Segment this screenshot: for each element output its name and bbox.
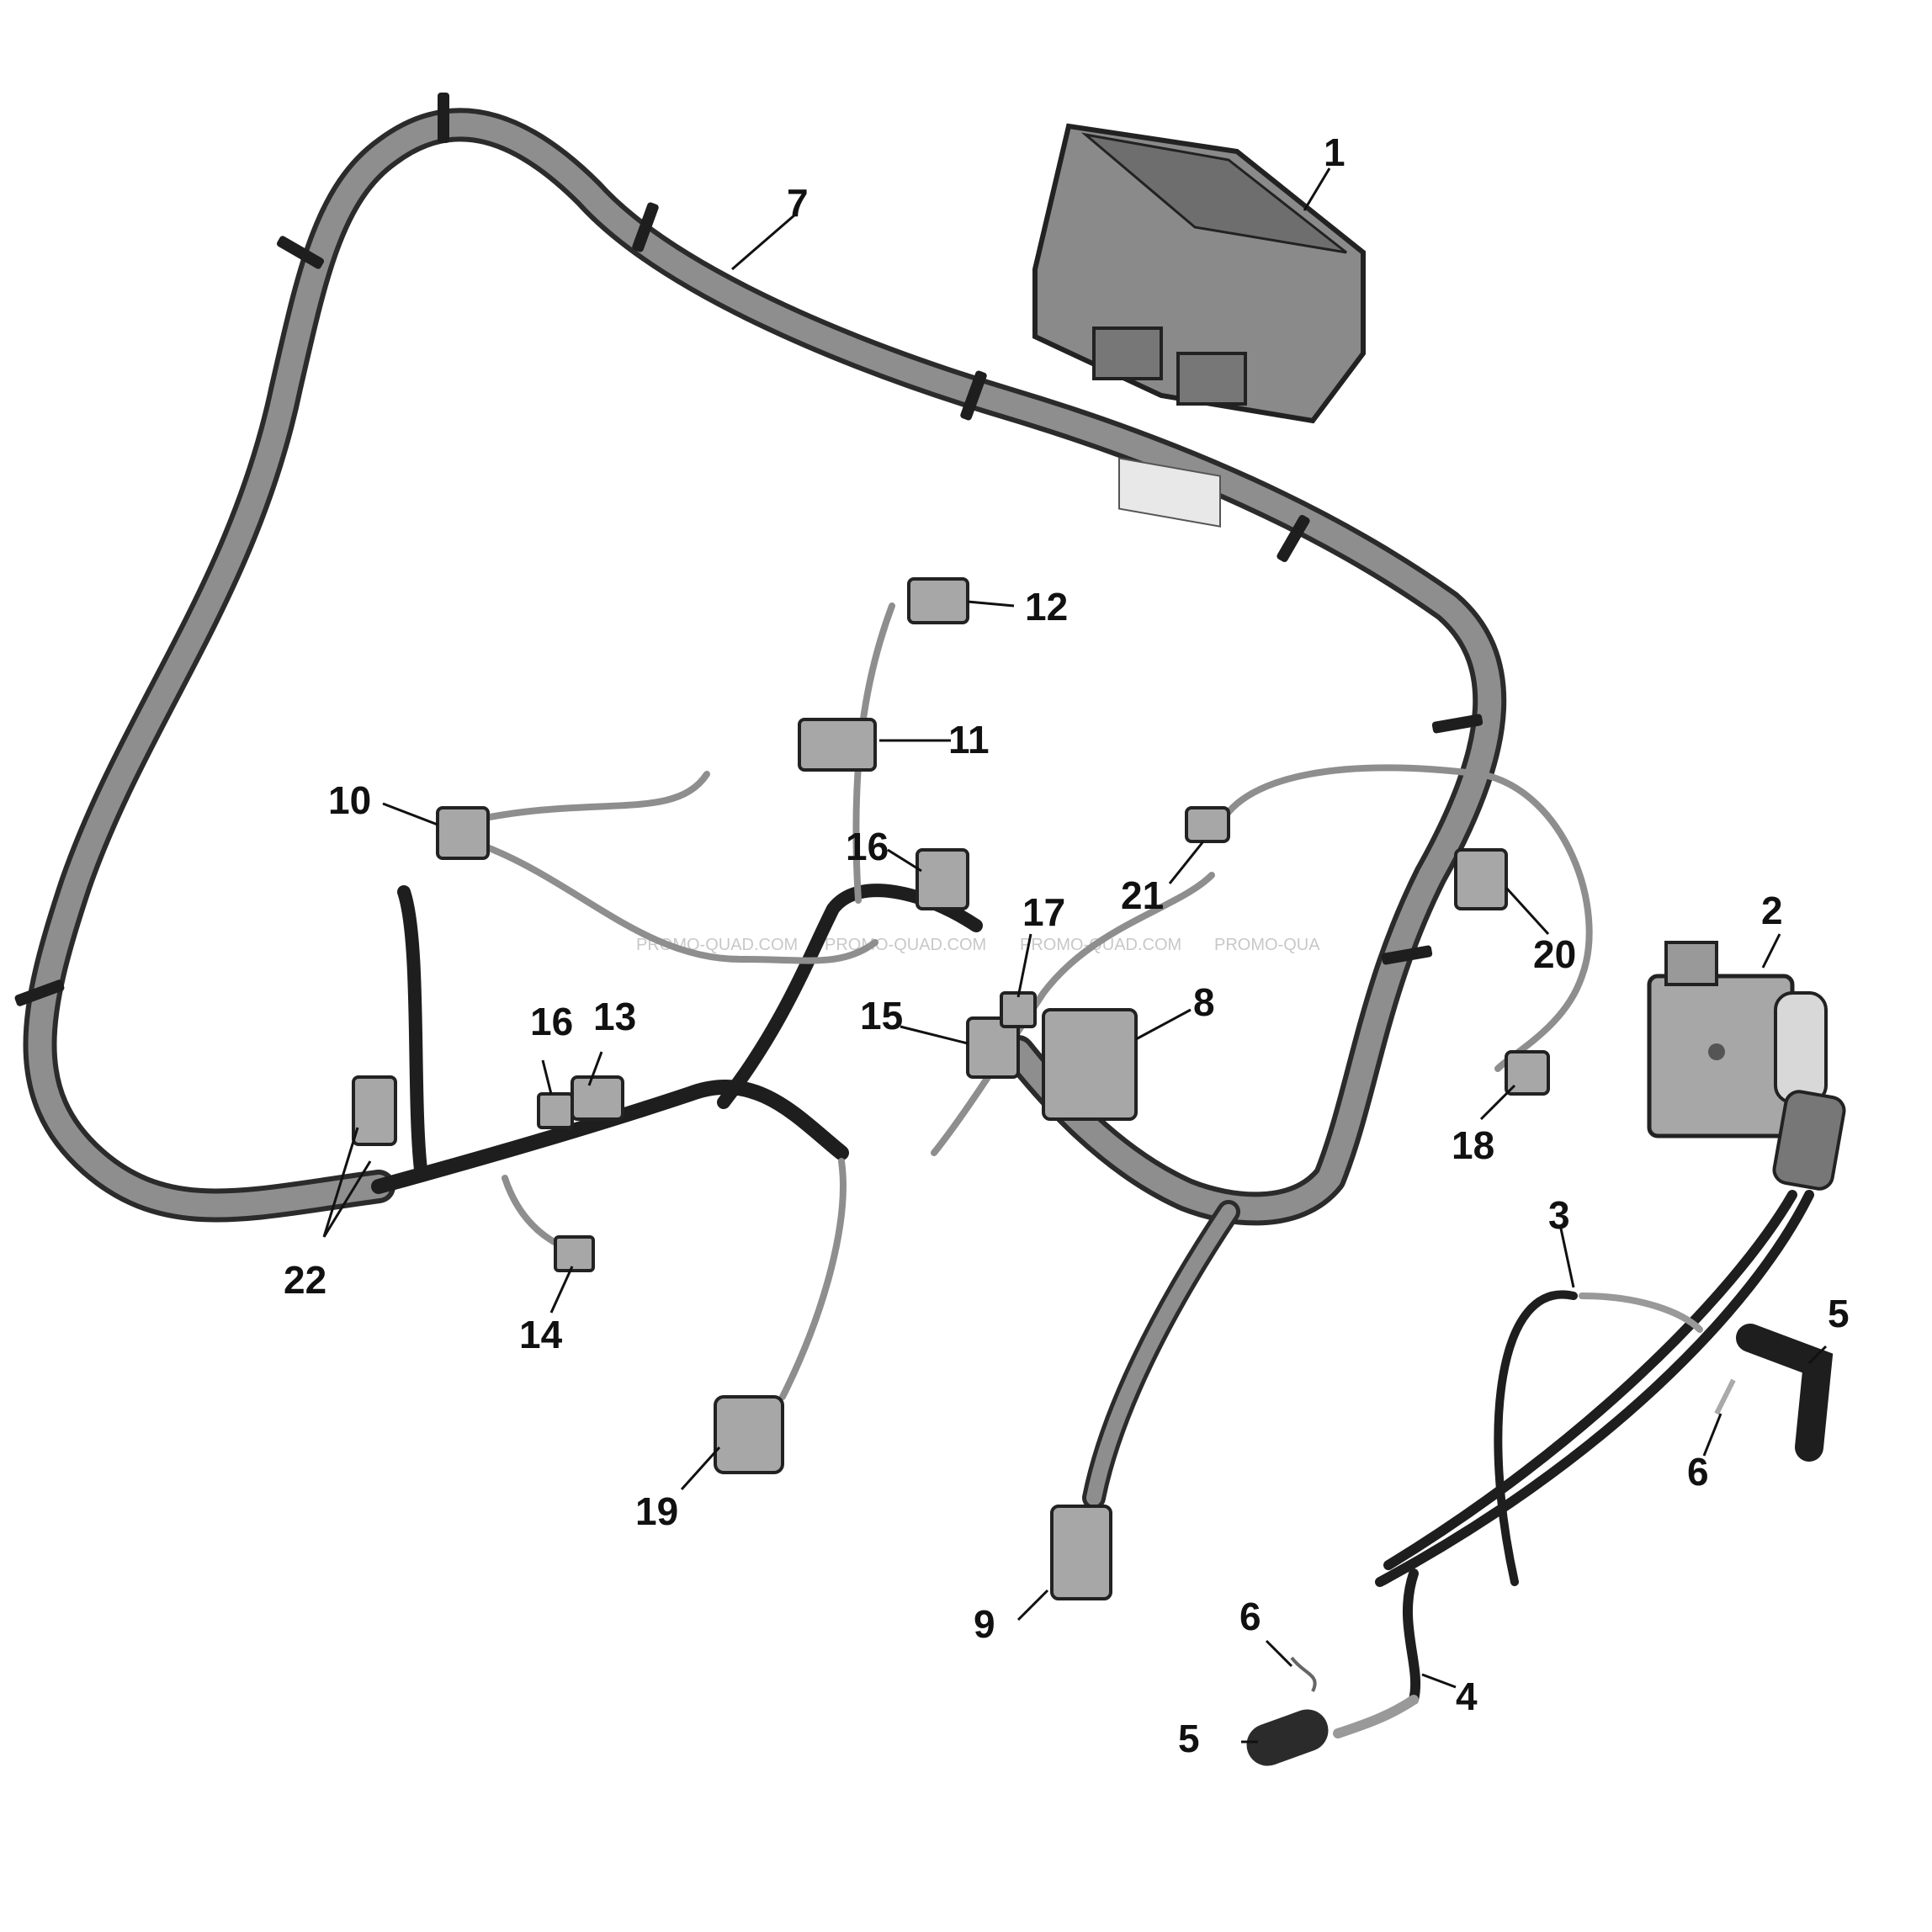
- callout-19: 19: [635, 1489, 678, 1533]
- ecm-module: [1032, 123, 1366, 528]
- connectors: [352, 577, 1550, 1600]
- callout-12: 12: [1025, 585, 1068, 629]
- cable-tie: [14, 979, 65, 1006]
- cable-tie: [1381, 945, 1433, 965]
- connector-8: [1042, 1008, 1138, 1121]
- connector-17: [1000, 991, 1037, 1028]
- callout-7: 7: [787, 181, 809, 225]
- connector-13: [571, 1075, 624, 1121]
- clip: [1290, 1656, 1317, 1692]
- callout-15: 15: [860, 994, 903, 1038]
- callout-10: 10: [328, 778, 371, 822]
- cable-tie: [1431, 714, 1484, 734]
- callout-11: 11: [948, 718, 990, 762]
- ignition-coil: [1647, 941, 1846, 1191]
- spark-plug-cables: [1333, 1190, 1814, 1738]
- connector-18: [1505, 1050, 1550, 1096]
- callout-1: 1: [1324, 130, 1346, 174]
- leader-lines: [322, 167, 1828, 1744]
- cable-tie: [632, 202, 659, 252]
- main-harness: [14, 93, 1507, 1510]
- watermark-4: PROMO-QUA: [1214, 936, 1320, 954]
- callout-4: 4: [1456, 1675, 1478, 1718]
- callout-17: 17: [1022, 890, 1065, 934]
- connector-12: [907, 577, 969, 624]
- callout-21: 21: [1121, 873, 1164, 917]
- connector-22: [352, 1075, 397, 1146]
- connector-10: [436, 806, 490, 860]
- watermark-2: PROMO-QUAD.COM: [825, 936, 986, 954]
- cable-tie: [1276, 514, 1310, 563]
- callout-2: 2: [1761, 889, 1783, 932]
- spark-plug-boots: [1246, 1324, 1834, 1766]
- callout-8: 8: [1193, 980, 1215, 1024]
- callout-6-lower: 6: [1239, 1595, 1261, 1638]
- connector-11: [798, 718, 877, 772]
- callout-5-lower: 5: [1178, 1717, 1200, 1760]
- watermark-3: PROMO-QUAD.COM: [1020, 936, 1181, 954]
- callout-16-lower: 16: [530, 1000, 573, 1043]
- callout-14: 14: [519, 1313, 563, 1356]
- callout-9: 9: [974, 1602, 995, 1646]
- connector-19: [714, 1395, 784, 1474]
- connector-14: [554, 1235, 595, 1272]
- watermarks: PROMO-QUAD.COM PROMO-QUAD.COM PROMO-QUAD…: [636, 936, 1320, 954]
- connector-21: [1185, 806, 1230, 843]
- callout-3: 3: [1548, 1193, 1570, 1237]
- callout-5-upper: 5: [1828, 1292, 1850, 1335]
- callout-22: 22: [284, 1258, 326, 1302]
- callout-labels: 1 2 3 4 5 5 6 6 7 8 9 10 11 12 13 14 15 …: [284, 130, 1850, 1760]
- callout-20: 20: [1533, 932, 1576, 976]
- callout-16-upper: 16: [846, 825, 889, 868]
- connector-16-lower: [537, 1092, 574, 1129]
- connector-15: [966, 1016, 1020, 1079]
- cable-tie: [438, 93, 449, 143]
- callout-6-upper: 6: [1687, 1450, 1709, 1494]
- callout-13: 13: [593, 995, 636, 1038]
- cable-tie: [960, 370, 987, 421]
- cable-tie: [276, 236, 325, 269]
- connector-9: [1050, 1505, 1112, 1600]
- callout-18: 18: [1452, 1123, 1494, 1167]
- connector-16-upper: [916, 848, 969, 910]
- connector-20: [1454, 848, 1508, 910]
- clip: [1714, 1378, 1736, 1415]
